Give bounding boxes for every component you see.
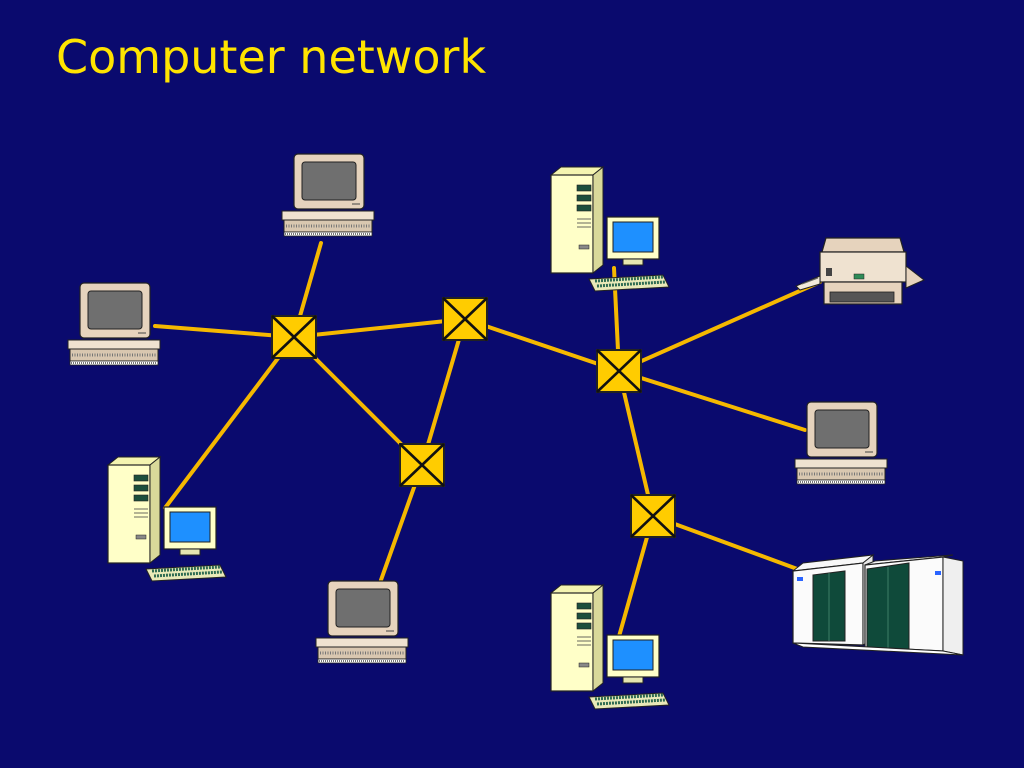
workstation-computer-icon xyxy=(549,165,671,293)
terminal-computer-icon xyxy=(66,281,162,367)
link xyxy=(617,280,822,373)
link xyxy=(617,369,807,432)
workstation-computer-icon xyxy=(106,455,228,583)
terminal-computer-icon xyxy=(280,152,376,238)
page-title: Computer network xyxy=(56,30,487,84)
printer-icon xyxy=(795,237,925,305)
link xyxy=(420,317,467,467)
link xyxy=(163,335,296,510)
link xyxy=(463,317,621,373)
terminal-computer-icon xyxy=(314,579,410,665)
switch-node-icon xyxy=(629,493,677,539)
switch-node-icon xyxy=(595,348,643,394)
terminal-computer-icon xyxy=(793,400,889,486)
link xyxy=(617,369,655,518)
link xyxy=(153,324,296,339)
switch-node-icon xyxy=(270,314,318,360)
switch-node-icon xyxy=(441,296,489,342)
mainframe-server-icon xyxy=(791,553,964,656)
link xyxy=(651,514,802,572)
switch-node-icon xyxy=(398,442,446,488)
workstation-computer-icon xyxy=(549,583,671,711)
link xyxy=(292,317,467,339)
